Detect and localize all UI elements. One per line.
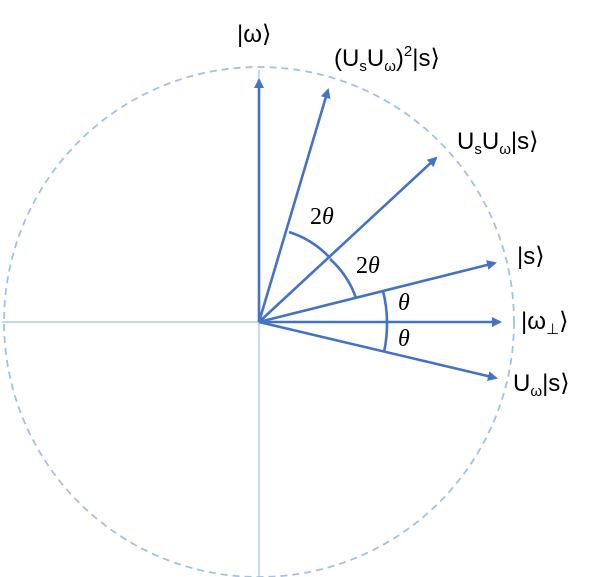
arc-2theta-upper — [288, 230, 331, 259]
label-s: |s⟩ — [517, 243, 545, 270]
label-omega: |ω⟩ — [237, 21, 271, 48]
label-uw-s: Uω|s⟩ — [513, 370, 570, 400]
vector-us-uw-squared-s — [257, 88, 331, 323]
label-omega-perp: |ω⊥⟩ — [521, 308, 568, 338]
vector-s — [258, 260, 497, 324]
label-us-uw-s: UsUω|s⟩ — [457, 128, 539, 158]
unit-circle — [3, 66, 515, 577]
label-us-uw-squared-s: (UsUω)2|s⟩ — [334, 43, 440, 75]
arc-theta-lower — [382, 321, 389, 353]
arc-2theta-lower — [329, 258, 358, 299]
angle-label-theta-upper: θ — [398, 290, 410, 316]
vector-us-uw-s — [258, 156, 438, 323]
vector-uw-s — [258, 320, 498, 382]
angle-label-2theta-lower: 2θ — [356, 253, 380, 279]
arc-theta-upper — [381, 290, 389, 323]
angle-label-theta-lower: θ — [398, 326, 410, 352]
angle-label-2theta-upper: 2θ — [310, 204, 334, 230]
